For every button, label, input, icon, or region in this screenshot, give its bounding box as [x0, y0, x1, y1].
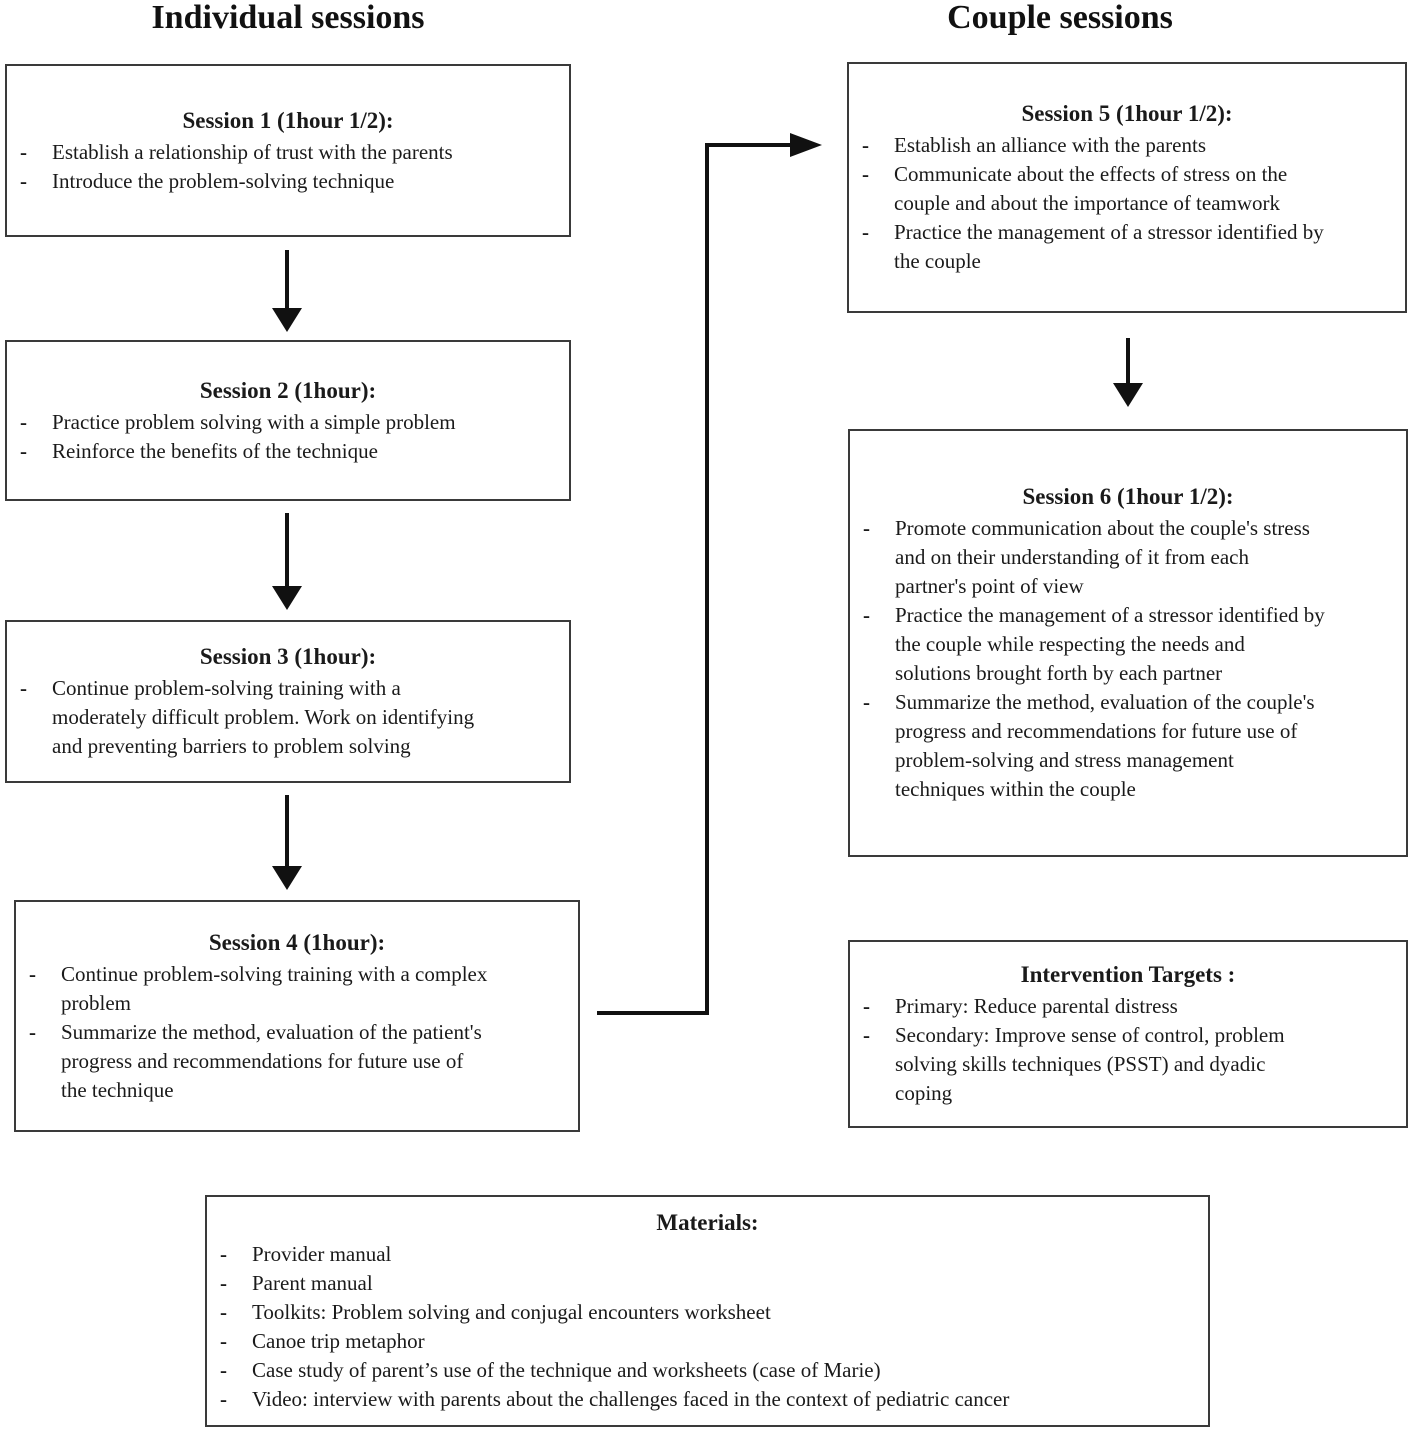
- list-item: - Case study of parent’s use of the tech…: [220, 1356, 1194, 1385]
- dash-bullet: -: [29, 961, 36, 986]
- list-item: - Practice problem solving with a simple…: [20, 408, 555, 437]
- session-1-items: - Establish a relationship of trust with…: [7, 138, 569, 196]
- session-5-title: Session 5 (1hour 1/2):: [1021, 101, 1233, 126]
- session-5-box: Session 5 (1hour 1/2): - Establish an al…: [847, 62, 1407, 313]
- dash-bullet: -: [220, 1329, 227, 1353]
- dash-bullet: -: [863, 994, 870, 1018]
- couple-sessions-header: Couple sessions: [947, 0, 1173, 36]
- dash-bullet: -: [29, 1019, 36, 1044]
- list-item: - Secondary: Improve sense of control, p…: [863, 1021, 1392, 1108]
- dash-bullet: -: [20, 438, 27, 463]
- dash-bullet: -: [220, 1300, 227, 1324]
- session-4-title: Session 4 (1hour):: [208, 929, 386, 955]
- dash-bullet: -: [862, 162, 869, 186]
- session-3-title: Session 3 (1hour):: [199, 644, 377, 669]
- list-item: - Video: interview with parents about th…: [220, 1385, 1194, 1414]
- dash-bullet: -: [862, 133, 869, 157]
- dash-bullet: -: [862, 220, 869, 244]
- intervention-targets-title: Intervention Targets :: [1020, 962, 1236, 987]
- session-4-box: Session 4 (1hour): - Continue problem-so…: [14, 900, 580, 1132]
- materials-box: Materials: - Provider manual - Parent ma…: [205, 1195, 1210, 1427]
- session-4-items: - Continue problem-solving training with…: [16, 960, 578, 1105]
- session-3-items: - Continue problem-solving training with…: [7, 674, 569, 761]
- dash-bullet: -: [863, 516, 870, 540]
- dash-bullet: -: [20, 676, 27, 700]
- arrow-session2-to-session3: [272, 513, 302, 610]
- intervention-targets-box: Intervention Targets : - Primary: Reduce…: [848, 940, 1408, 1128]
- arrow-session1-to-session2: [272, 250, 302, 332]
- session-5-items: - Establish an alliance with the parents…: [849, 131, 1405, 276]
- list-item: - Continue problem-solving training with…: [29, 960, 564, 1018]
- dash-bullet: -: [220, 1358, 227, 1382]
- session-2-items: - Practice problem solving with a simple…: [7, 408, 569, 466]
- list-item: - Summarize the method, evaluation of th…: [863, 688, 1392, 804]
- list-item: - Communicate about the effects of stres…: [862, 160, 1391, 218]
- list-item: - Practice the management of a stressor …: [862, 218, 1391, 276]
- materials-title: Materials:: [656, 1210, 759, 1235]
- arrow-session3-to-session4: [272, 795, 302, 890]
- dash-bullet: -: [863, 690, 870, 714]
- dash-bullet: -: [863, 1023, 870, 1047]
- session-2-title: Session 2 (1hour):: [199, 377, 377, 403]
- dash-bullet: -: [863, 603, 870, 627]
- dash-bullet: -: [20, 168, 27, 193]
- list-item: - Toolkits: Problem solving and conjugal…: [220, 1298, 1194, 1327]
- individual-sessions-header: Individual sessions: [151, 0, 425, 36]
- arrow-session4-to-session5-elbow: [597, 133, 822, 1015]
- list-item: - Canoe trip metaphor: [220, 1327, 1194, 1356]
- arrow-session5-to-session6: [1113, 338, 1143, 407]
- session-1-box: Session 1 (1hour 1/2): - Establish a rel…: [5, 64, 571, 237]
- list-item: - Establish a relationship of trust with…: [20, 138, 555, 167]
- list-item: - Practice the management of a stressor …: [863, 601, 1392, 688]
- list-item: - Establish an alliance with the parents: [862, 131, 1391, 160]
- intervention-targets-items: - Primary: Reduce parental distress - Se…: [850, 992, 1406, 1108]
- list-item: - Provider manual: [220, 1240, 1194, 1269]
- list-item: - Continue problem-solving training with…: [20, 674, 555, 761]
- list-item: - Parent manual: [220, 1269, 1194, 1298]
- session-6-title: Session 6 (1hour 1/2):: [1022, 484, 1234, 509]
- dash-bullet: -: [220, 1242, 227, 1266]
- dash-bullet: -: [20, 139, 27, 164]
- list-item: - Primary: Reduce parental distress: [863, 992, 1392, 1021]
- dash-bullet: -: [220, 1271, 227, 1295]
- list-item: - Reinforce the benefits of the techniqu…: [20, 437, 555, 466]
- materials-items: - Provider manual - Parent manual - Tool…: [207, 1240, 1208, 1414]
- dash-bullet: -: [220, 1387, 227, 1411]
- list-item: - Summarize the method, evaluation of th…: [29, 1018, 564, 1105]
- list-item: - Promote communication about the couple…: [863, 514, 1392, 601]
- session-1-title: Session 1 (1hour 1/2):: [182, 107, 394, 133]
- session-2-box: Session 2 (1hour): - Practice problem so…: [5, 340, 571, 501]
- session-6-box: Session 6 (1hour 1/2): - Promote communi…: [848, 429, 1408, 857]
- dash-bullet: -: [20, 409, 27, 434]
- session-6-items: - Promote communication about the couple…: [850, 514, 1406, 804]
- session-3-box: Session 3 (1hour): - Continue problem-so…: [5, 620, 571, 783]
- list-item: - Introduce the problem-solving techniqu…: [20, 167, 555, 196]
